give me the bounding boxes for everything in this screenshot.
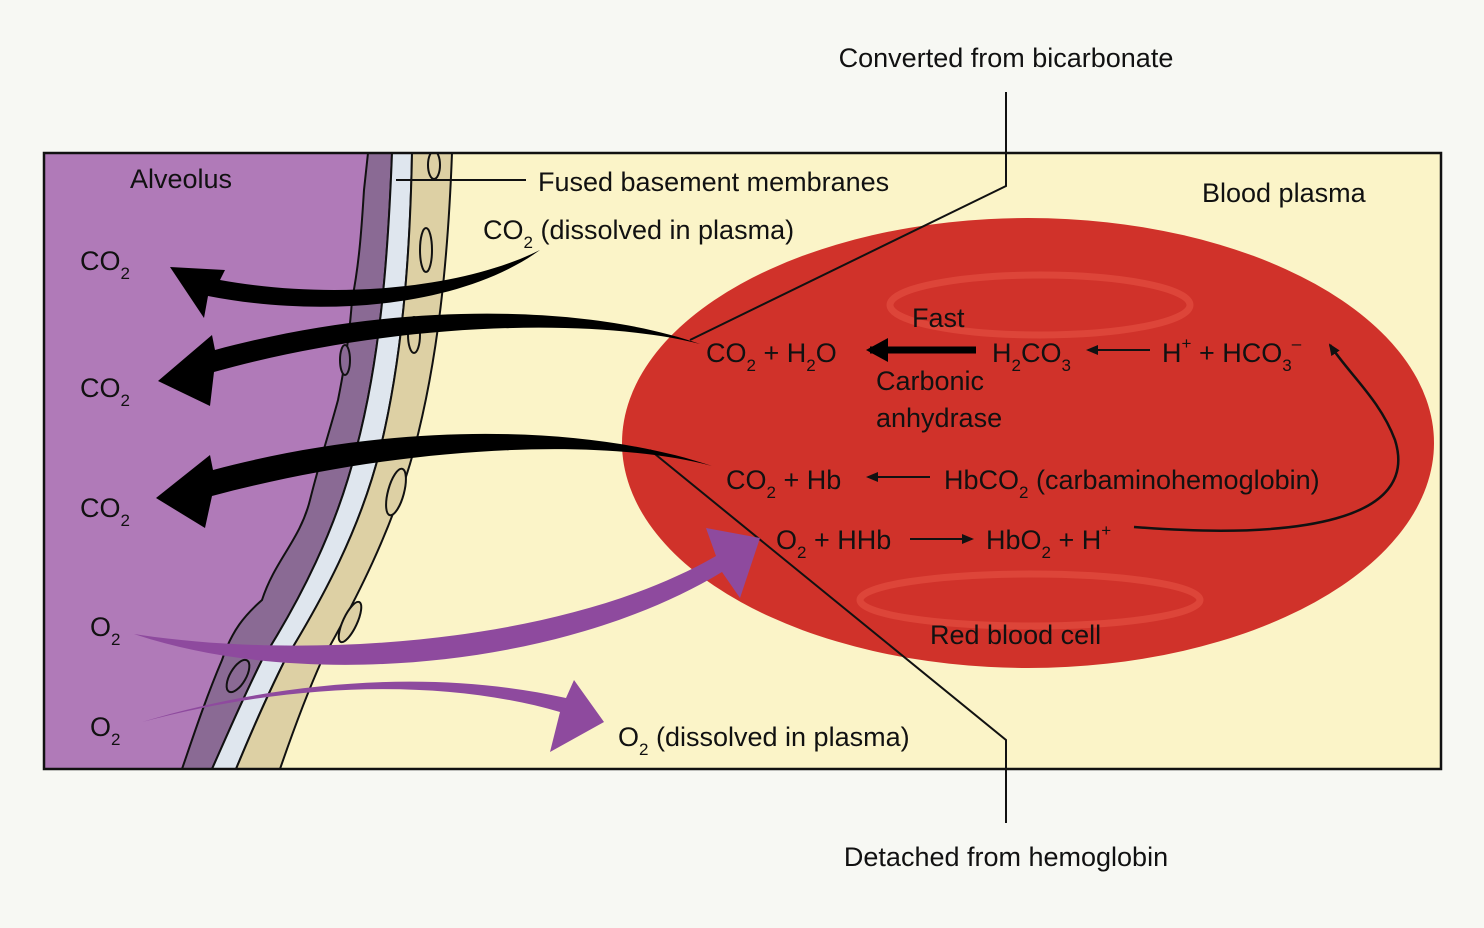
alveolus-co2-3: CO2	[80, 493, 130, 530]
alveolus-co2-2: CO2	[80, 373, 130, 410]
reaction1-bicarbonate: H+ + HCO3–	[1162, 334, 1302, 375]
red-blood-cell	[622, 218, 1434, 668]
carbonic-label: Carbonic	[876, 366, 984, 396]
fused-membranes-label: Fused basement membranes	[538, 167, 889, 197]
detached-callout-line	[649, 449, 1007, 823]
reaction2-product: CO2 + Hb	[726, 465, 841, 502]
converted-callout-line	[689, 92, 1007, 341]
co2-arrow-bottom	[156, 433, 712, 528]
alveolus-o2-2: O2	[90, 712, 120, 749]
reaction3-product: HbO2 + H+	[986, 521, 1111, 562]
red-blood-cell-label: Red blood cell	[930, 620, 1101, 650]
capillary-endothelium	[234, 153, 454, 769]
co2-arrow-top	[170, 250, 540, 318]
rbc-highlight-bottom	[856, 570, 1204, 630]
anhydrase-label: anhydrase	[876, 403, 1002, 433]
panel-border	[42, 151, 1443, 771]
alveolus-co2-1: CO2	[80, 246, 130, 283]
o2-arrow-to-plasma	[142, 680, 604, 752]
proton-return-arrow	[1133, 343, 1400, 532]
blood-plasma-label: Blood plasma	[1202, 178, 1367, 208]
reaction1-carbonic-acid: H2CO3	[992, 338, 1071, 375]
co2-arrow-middle	[158, 313, 700, 406]
detached-label: Detached from hemoglobin	[844, 842, 1168, 872]
reaction-arrows	[866, 338, 1400, 544]
alveolus-o2-1: O2	[90, 612, 120, 649]
converted-label: Converted from bicarbonate	[839, 43, 1174, 73]
fast-label: Fast	[912, 303, 965, 333]
co2-dissolved-label: CO2 (dissolved in plasma)	[483, 215, 794, 252]
reaction2-carbaminohemoglobin: HbCO2 (carbaminohemoglobin)	[944, 465, 1320, 502]
reaction1-product: CO2 + H2O	[706, 338, 837, 375]
o2-arrow-to-rbc	[134, 528, 760, 665]
co2-arrows	[156, 250, 712, 528]
o2-arrows	[134, 528, 760, 752]
alveolus-label: Alveolus	[130, 164, 232, 194]
o2-dissolved-label: O2 (dissolved in plasma)	[618, 722, 910, 759]
rbc-highlight-top	[886, 271, 1194, 339]
epithelium-nuclei	[225, 344, 351, 694]
reaction3-reactant: O2 + HHb	[776, 525, 891, 562]
